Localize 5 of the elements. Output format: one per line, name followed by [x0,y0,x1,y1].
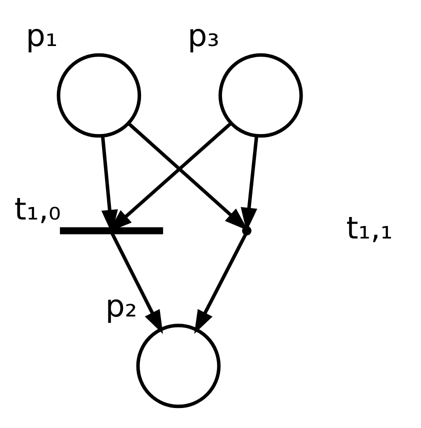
node-label: p₁ [26,19,58,54]
node-label: p₂ [105,290,138,325]
node-label: p₃ [188,19,220,54]
node-label: t₁,₁ [346,212,393,247]
node-label: t₁,₀ [14,192,61,228]
